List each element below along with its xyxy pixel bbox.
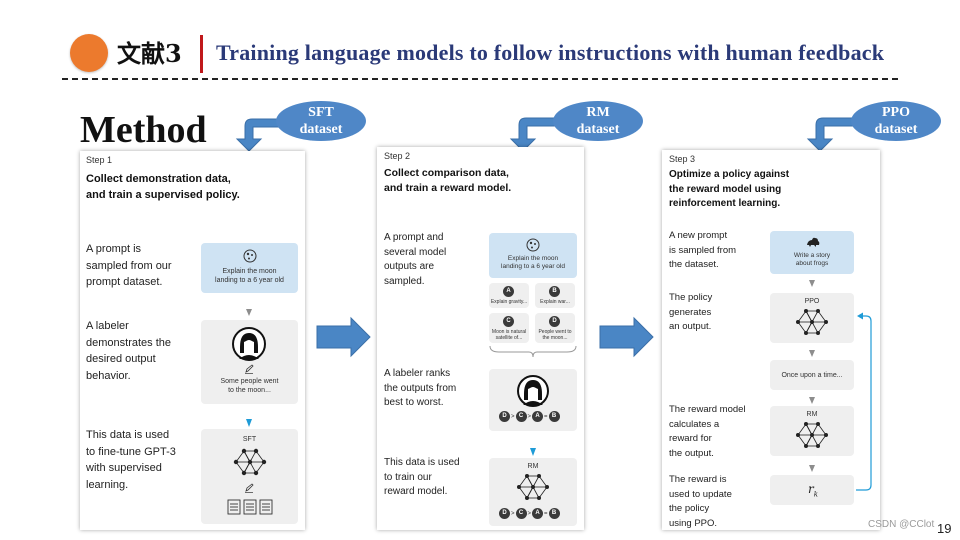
method-heading: Method xyxy=(80,109,207,151)
sft-pointer-arrow xyxy=(235,118,283,152)
neural-network-icon xyxy=(796,422,828,448)
pencil-icon xyxy=(245,483,254,493)
step3-flow-arrow-4 xyxy=(809,465,815,472)
moon-icon xyxy=(526,238,540,252)
labeler-avatar-icon xyxy=(232,327,266,361)
reward-symbol: rk xyxy=(808,482,818,499)
neural-network-icon xyxy=(796,309,828,335)
watermark: CSDN @CClot xyxy=(868,519,935,530)
frog-icon xyxy=(807,237,820,247)
step3-flow-arrow-3 xyxy=(809,397,815,404)
header-bullet-dot xyxy=(70,34,108,72)
output-card-a: A Explain gravity... xyxy=(489,283,529,308)
step1-sft-label: SFT xyxy=(242,436,257,443)
step1-flow-arrow-2 xyxy=(246,419,252,427)
step2-rm-label: RM xyxy=(527,463,539,470)
step3-rm-box: RM xyxy=(770,406,854,456)
step1-heading: Collect demonstration data,and train a s… xyxy=(86,173,240,201)
step2-label: Step 2 xyxy=(384,151,411,161)
labeler-avatar-icon xyxy=(517,375,549,407)
step3-rm-label: RM xyxy=(806,411,818,418)
ppo-update-loop-arrow xyxy=(856,312,872,491)
step1-flow-arrow-1 xyxy=(246,309,252,316)
ppo-pointer-arrow xyxy=(806,117,854,152)
slide-title: Training language models to follow instr… xyxy=(216,40,885,65)
step3-flow-arrow-2 xyxy=(809,350,815,357)
output-card-b: B Explain war... xyxy=(535,283,575,308)
step2-heading: Collect comparison data,and train a rewa… xyxy=(384,167,512,194)
step3-label: Step 3 xyxy=(669,154,696,164)
step2-labeler-box: D> C> A= B xyxy=(489,369,577,431)
step1-label: Step 1 xyxy=(86,155,113,165)
step3-ppo-box: PPO xyxy=(770,293,854,343)
step3-flow-arrow-1 xyxy=(809,280,815,287)
step1-panel: Step 1 Collect demonstration data,and tr… xyxy=(80,151,305,530)
step1-sft-box: SFT xyxy=(201,429,298,524)
pencil-icon xyxy=(245,364,254,374)
documents-icon xyxy=(227,499,273,515)
header-divider xyxy=(200,35,203,73)
neural-network-icon xyxy=(517,474,549,500)
step2-panel: Step 2 Collect comparison data,and train… xyxy=(377,147,584,530)
page-number: 19 xyxy=(937,521,952,536)
ranking-row: D> C> A= B xyxy=(499,411,560,422)
step3-output-text: Once upon a time... xyxy=(781,372,843,379)
rm-ranking-row: D> C> A= B xyxy=(499,508,560,519)
rm-pointer-arrow xyxy=(509,117,557,152)
step3-output-box: Once upon a time... xyxy=(770,360,854,390)
header-label: 文献3 xyxy=(117,39,182,68)
step2-flow-arrow xyxy=(530,448,536,456)
moon-icon xyxy=(243,249,257,263)
step2-rm-box: RM D> C> A= B xyxy=(489,458,577,526)
step2-to-step3-arrow xyxy=(599,316,654,358)
header-dashed-rule xyxy=(62,78,898,80)
step3-ppo-label: PPO xyxy=(804,298,820,305)
neural-network-icon xyxy=(233,448,267,476)
outputs-bracket xyxy=(489,345,577,358)
step1-to-step2-arrow xyxy=(316,316,371,358)
step3-reward-box: rk xyxy=(770,475,854,505)
